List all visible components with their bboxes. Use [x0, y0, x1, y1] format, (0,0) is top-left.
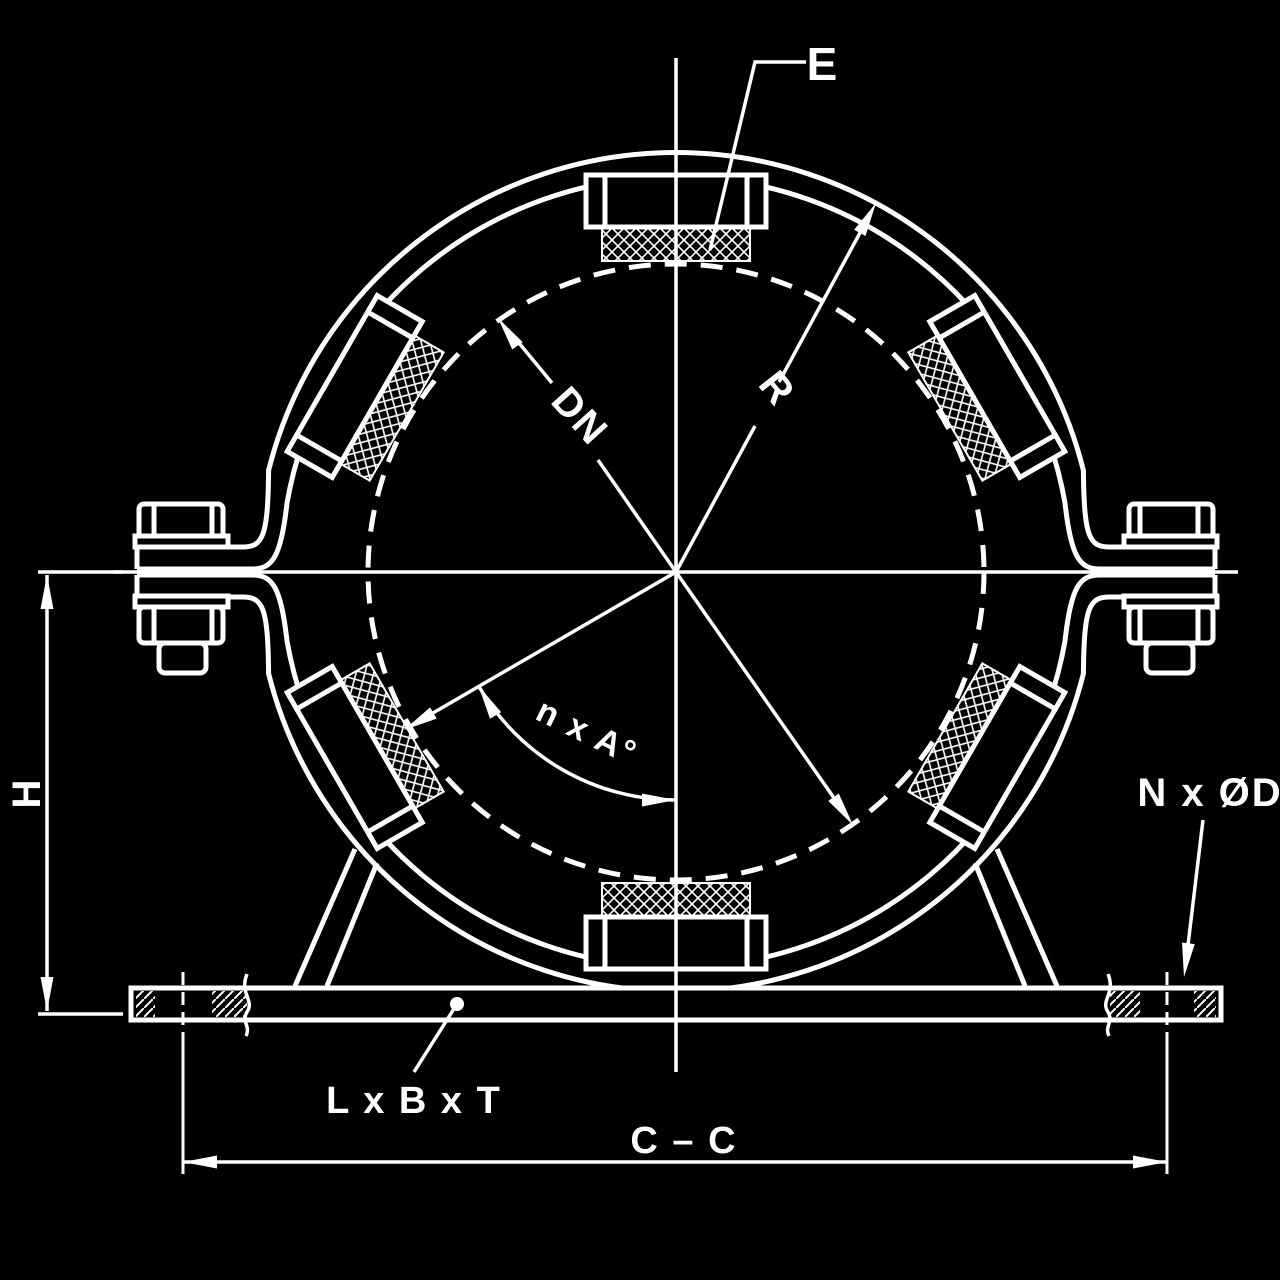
strut-left	[292, 847, 380, 988]
c-c-label: C – C	[630, 1120, 737, 1162]
bolt-left	[132, 501, 231, 676]
plate-break-line-right	[1104, 973, 1112, 1037]
bolt-left-washer-top	[132, 533, 231, 550]
bolt-left-nut-facets	[151, 609, 215, 641]
flange-end-caps	[134, 547, 1218, 597]
bolt-right-head-facets	[1137, 506, 1201, 536]
h-dimension: H	[5, 570, 123, 1016]
c-c-arrow-right	[1133, 1155, 1167, 1169]
pad-lower-right	[906, 662, 1069, 852]
h-arrow-top	[40, 575, 54, 609]
angle-arc-arrow-lower	[642, 793, 676, 807]
plate-callout: L x B x T	[326, 997, 502, 1122]
pad-label: E	[807, 38, 838, 90]
bolt-right	[1121, 501, 1220, 676]
dn-arrow-upper	[498, 318, 523, 350]
pad-callout: E	[708, 38, 838, 251]
dn-arrow-lower	[828, 793, 853, 825]
angle-arc-arrow-upper	[478, 686, 502, 719]
plate-hatch-b	[212, 991, 247, 1017]
plate-hatch-d	[1194, 991, 1216, 1017]
pad-upper-left	[283, 292, 446, 482]
hole-callout: N x ØD	[1137, 771, 1280, 977]
bolt-right-washer-top	[1121, 533, 1220, 550]
pad-upper-right	[906, 292, 1069, 482]
support-struts	[292, 847, 1060, 988]
plate-hatch-c	[1110, 991, 1140, 1017]
bolt-right-nut-facets	[1137, 609, 1201, 641]
bolt-left-thread-end	[156, 640, 209, 676]
bolt-right-thread-end	[1143, 640, 1196, 676]
plate-break-line-left	[243, 973, 251, 1037]
hole-arrow	[1182, 942, 1195, 977]
c-c-arrow-left	[183, 1155, 217, 1169]
h-arrow-bottom	[40, 977, 54, 1011]
c-c-dimension: C – C	[181, 972, 1169, 1174]
bolt-left-head-facets	[151, 506, 215, 536]
strut-right	[972, 847, 1060, 988]
r-arrow	[854, 203, 876, 236]
plate-label: L x B x T	[326, 1080, 502, 1122]
pad-lower-left	[283, 662, 446, 852]
plate-hatch-a	[136, 991, 155, 1017]
hole-label: N x ØD	[1137, 771, 1280, 815]
h-label: H	[5, 780, 49, 809]
pad-line-arrow	[404, 707, 437, 730]
